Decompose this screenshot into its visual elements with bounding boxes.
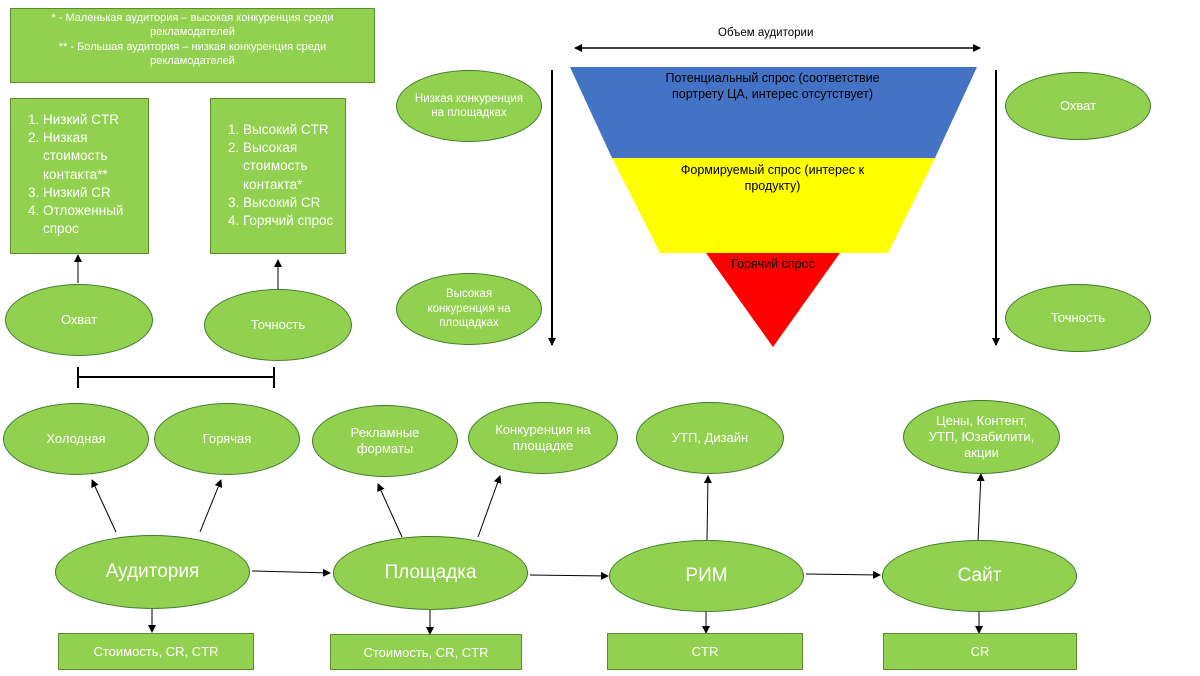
list-item: Низкая стоимость контакта** (43, 129, 140, 184)
footnote-2: ** - Большая аудитория – низкая конкурен… (58, 40, 327, 67)
arrow-platform-rim (529, 571, 609, 580)
competition-node: Конкуренция на площадке (468, 402, 618, 474)
precision-list: Высокий CTR Высокая стоимость контакта* … (211, 99, 345, 230)
footnote-1: * - Маленькая аудитория – высокая конкур… (51, 12, 334, 39)
audience-metrics-box: Стоимость, CR, CTR (58, 633, 254, 670)
list-item: Высокий CR (243, 194, 337, 212)
precision-node: Точность (204, 289, 352, 361)
funnel-level-1-label: Потенциальный спрос (соответствие портре… (665, 71, 880, 102)
ad-formats-node: Рекламные форматы (312, 405, 458, 477)
list-item: Низкий CTR (43, 111, 140, 129)
usp-design-node: УТП, Дизайн (636, 402, 784, 474)
volume-label: Объем аудитории (718, 27, 814, 39)
funnel-level-2-label: Формируемый спрос (интерес к продукту) (680, 163, 865, 194)
footnotes-box: * - Маленькая аудитория – высокая конкур… (10, 8, 375, 83)
arrow-rim-site (805, 570, 881, 579)
list-item: Горячий спрос (243, 212, 337, 230)
precision-characteristics-box: Высокий CTR Высокая стоимость контакта* … (210, 98, 346, 254)
funnel-level-3-label: Горячий спрос (731, 257, 815, 271)
audience-node: Аудитория (55, 535, 250, 609)
site-factors-node: Цены, Контент, УТП, Юзабилити, акции (903, 400, 1060, 474)
arrow-to-competition (477, 475, 502, 538)
cold-audience-node: Холодная (3, 403, 149, 475)
platform-node: Площадка (333, 536, 528, 610)
arrow-audience-platform (251, 568, 331, 577)
arrow-to-usp (703, 475, 712, 541)
platform-metrics-box: Стоимость, CR, CTR (330, 634, 522, 670)
arrow-to-hot (199, 479, 223, 533)
arrow-to-cold (91, 479, 117, 533)
funnel-level-1 (570, 67, 977, 158)
reach-node: Охват (5, 284, 153, 356)
low-competition-node: Низкая конкуренция на площадках (396, 70, 542, 142)
list-item: Высокий CTR (243, 121, 337, 139)
reach-list: Низкий CTR Низкая стоимость контакта** Н… (11, 99, 148, 239)
hot-audience-node: Горячая (154, 403, 300, 475)
arrow-to-formats (377, 483, 403, 538)
site-metrics-box: CR (883, 633, 1077, 670)
funnel-level-2 (612, 158, 935, 253)
list-item: Высокая стоимость контакта* (243, 139, 337, 194)
arrow-to-site-factors (976, 473, 985, 543)
list-item: Отложенный спрос (43, 202, 140, 238)
right-precision-node: Точность (1005, 284, 1151, 352)
reach-characteristics-box: Низкий CTR Низкая стоимость контакта** Н… (10, 98, 149, 254)
rim-node: РИМ (609, 540, 804, 612)
site-node: Сайт (882, 540, 1077, 612)
right-reach-node: Охват (1005, 72, 1151, 140)
high-competition-node: Высокая конкуренция на площадках (396, 273, 542, 345)
funnel-level-3 (706, 253, 840, 347)
list-item: Низкий CR (43, 184, 140, 202)
rim-metrics-box: CTR (607, 633, 803, 670)
